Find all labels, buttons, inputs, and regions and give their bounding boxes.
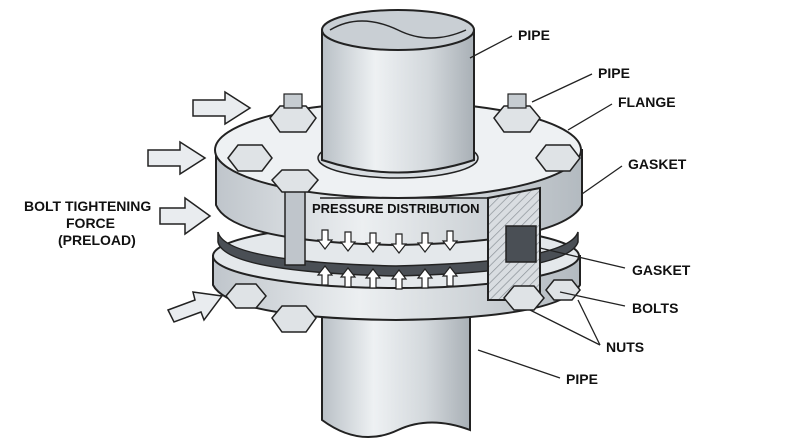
label-pipe-right: PIPE [598,65,630,81]
nut-top-right [493,93,541,133]
cutaway-section [320,186,541,301]
pressure-arrows-up [316,265,459,290]
label-bolts: BOLTS [632,300,678,316]
label-gasket-lower: GASKET [632,262,691,278]
label-bolt-force-2: FORCE [66,215,115,231]
bolt-left-front [270,169,320,266]
top-pipe [321,9,475,174]
nut-bottom-front [271,305,317,333]
label-pipe-top: PIPE [518,27,550,43]
label-bolt-force-3: (PRELOAD) [58,232,136,248]
label-nuts: NUTS [606,339,644,355]
label-pressure-distribution: PRESSURE DISTRIBUTION [312,201,480,216]
label-flange: FLANGE [618,94,676,110]
nut-left [227,144,273,172]
label-pipe-bottom: PIPE [566,371,598,387]
force-arrows [147,90,252,323]
nut-bottom-left [225,283,267,309]
nut-right [535,144,581,172]
nut-top-left [269,93,317,133]
pressure-arrows-down [316,229,459,254]
label-gasket-upper: GASKET [628,156,687,172]
leader-lines [469,35,626,379]
bottom-pipe [321,299,471,439]
label-bolt-force-1: BOLT TIGHTENING [24,198,151,214]
